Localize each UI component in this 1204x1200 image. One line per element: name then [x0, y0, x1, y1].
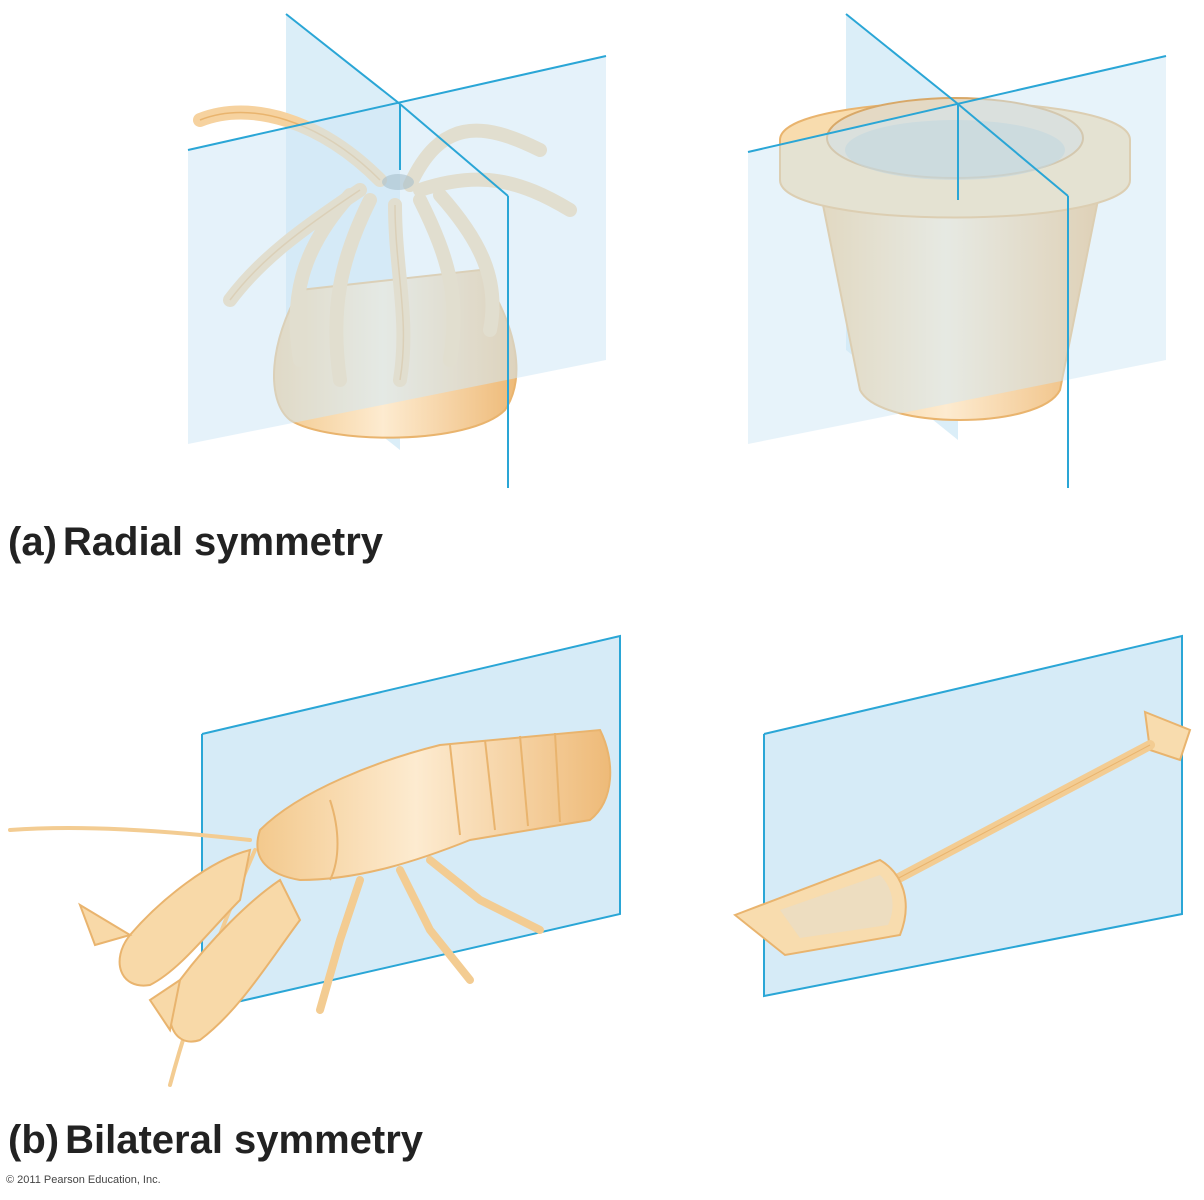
symmetry-plane	[188, 56, 606, 444]
shovel-icon	[733, 634, 1192, 998]
flower-pot-icon	[747, 13, 1167, 488]
caption-bilateral-symmetry: (b)Bilateral symmetry	[8, 1120, 423, 1160]
copyright-notice: © 2011 Pearson Education, Inc.	[6, 1174, 161, 1186]
caption-radial-symmetry: (a)Radial symmetry	[8, 522, 383, 562]
panel-title: Bilateral symmetry	[65, 1118, 424, 1162]
lobster-icon	[8, 634, 621, 1087]
panel-letter: (a)	[8, 520, 57, 564]
symmetry-plane	[748, 56, 1166, 444]
panel-title: Radial symmetry	[62, 520, 384, 564]
panel-letter: (b)	[8, 1118, 60, 1162]
sea-anemone-icon	[187, 13, 607, 488]
